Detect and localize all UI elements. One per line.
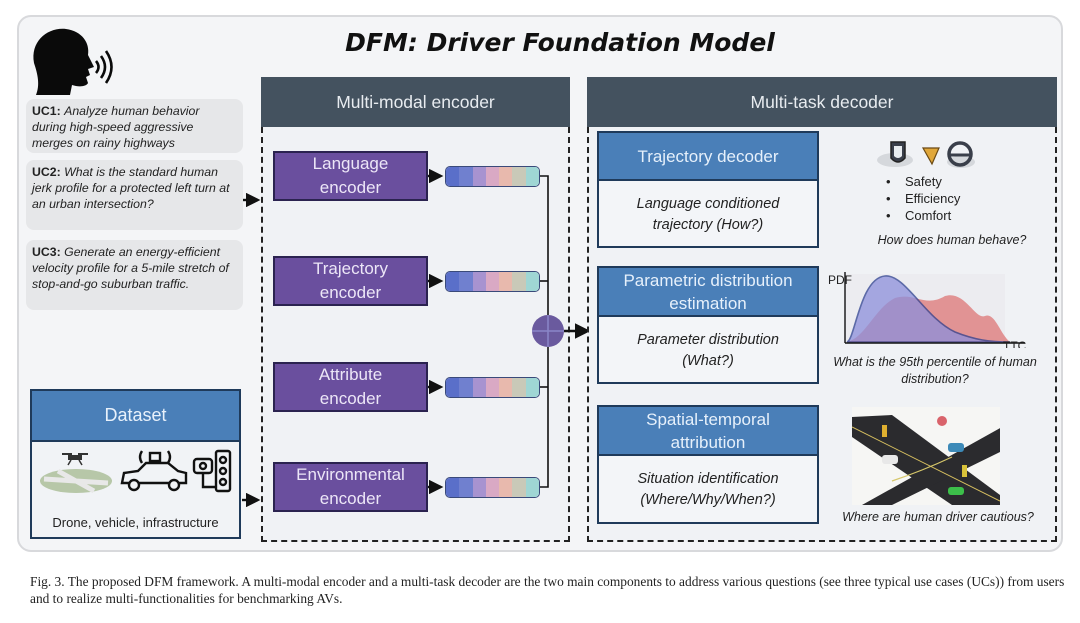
bullet-comfort: • Comfort: [886, 208, 952, 223]
embedding-cell: [472, 478, 486, 497]
embedding-language: [445, 166, 540, 187]
embedding-cell: [512, 167, 526, 186]
embedding-cell: [459, 378, 473, 397]
attribution-box: Spatial-temporal attribution Situation i…: [597, 405, 819, 524]
embedding-cell: [446, 167, 460, 186]
bullet-safety: • Safety: [886, 174, 942, 189]
use-case-2: UC2: What is the standard human jerk pro…: [26, 160, 243, 230]
output-bullets: • Safety • Efficiency • Comfort: [886, 173, 960, 224]
ttc-axis-label: TTC: [1003, 339, 1027, 348]
pdf-plot: PDF TTC: [828, 272, 1027, 348]
bullet-efficiency: • Efficiency: [886, 191, 961, 206]
embedding-cell: [459, 272, 473, 291]
fusion-node: [532, 315, 564, 347]
dataset-box: Dataset Drone, vehicle, infrastructure: [30, 389, 241, 539]
embedding-cell: [512, 272, 526, 291]
attribution-title: Spatial-temporal attribution: [599, 407, 817, 456]
embedding-cell: [485, 167, 500, 186]
traffic-light: [882, 425, 887, 437]
distribution-question: What is the 95th percentile of human dis…: [833, 355, 1037, 386]
embedding-cell: [512, 378, 526, 397]
figure-caption: Fig. 3. The proposed DFM framework. A mu…: [30, 574, 1065, 606]
blue-distribution: [846, 275, 1011, 343]
green-car: [948, 487, 964, 495]
trajectory-decoder-title: Trajectory decoder: [599, 133, 817, 181]
embedding-cell: [446, 272, 460, 291]
embedding-cell: [485, 272, 500, 291]
embedding-cell: [472, 167, 486, 186]
dataset-title: Dataset: [32, 391, 239, 442]
embedding-cell: [459, 167, 473, 186]
attribution-question: Where are human driver cautious?: [842, 510, 1034, 524]
embedding-cell: [512, 478, 526, 497]
distribution-desc: Parameter distribution (What?): [637, 331, 779, 369]
comfort-steering-wheel-icon: [947, 141, 975, 168]
embedding-cell: [525, 272, 539, 291]
embedding-cell: [499, 378, 513, 397]
decoder-header: Multi-task decoder: [587, 77, 1057, 127]
embedding-cell: [472, 272, 486, 291]
use-case-3: UC3: Generate an energy-efficient veloci…: [26, 240, 243, 310]
attribution-desc: Situation identification (Where/Why/When…: [637, 471, 779, 508]
blue-car: [948, 443, 964, 452]
embedding-attribute: [445, 377, 540, 398]
diagram-title: DFM: Driver Foundation Model: [345, 28, 775, 57]
embedding-cell: [525, 167, 539, 186]
white-car: [882, 455, 898, 464]
intersection-scene-image: [852, 407, 1000, 505]
use-case-1: UC1: Analyze human behavior during high-…: [26, 99, 243, 153]
efficiency-funnel-icon: [921, 147, 940, 166]
embedding-cell: [525, 478, 539, 497]
distribution-title: Parametric distribution estimation: [599, 268, 817, 317]
embedding-cell: [446, 478, 460, 497]
encoder-header: Multi-modal encoder: [261, 77, 570, 127]
embedding-cell: [485, 378, 500, 397]
drone-intersection-icon: [40, 453, 112, 494]
speaking-head-icon: [33, 28, 113, 95]
embedding-cell: [499, 272, 513, 291]
embedding-cell: [499, 478, 513, 497]
embedding-cell: [485, 478, 500, 497]
safety-shield-icon: [877, 141, 913, 167]
trajectory-decoder-box: Trajectory decoder Language conditioned …: [597, 131, 819, 248]
connected-vehicle-icon: [120, 450, 188, 492]
embedding-cell: [472, 378, 486, 397]
trajectory-decoder-desc: Language conditioned trajectory (How?): [636, 195, 780, 233]
camera-traffic-light-icon: [192, 449, 232, 493]
embedding-cell: [446, 378, 460, 397]
trajectory-question: How does human behave?: [877, 233, 1027, 247]
pdf-axis-label: PDF: [828, 273, 852, 287]
embedding-cell: [459, 478, 473, 497]
embedding-cell: [499, 167, 513, 186]
embedding-cell: [525, 378, 539, 397]
embedding-trajectory: [445, 271, 540, 292]
embedding-environmental: [445, 477, 540, 498]
distribution-box: Parametric distribution estimation Param…: [597, 266, 819, 384]
stop-sign: [937, 416, 947, 426]
dataset-caption: Drone, vehicle, infrastructure: [52, 515, 219, 530]
